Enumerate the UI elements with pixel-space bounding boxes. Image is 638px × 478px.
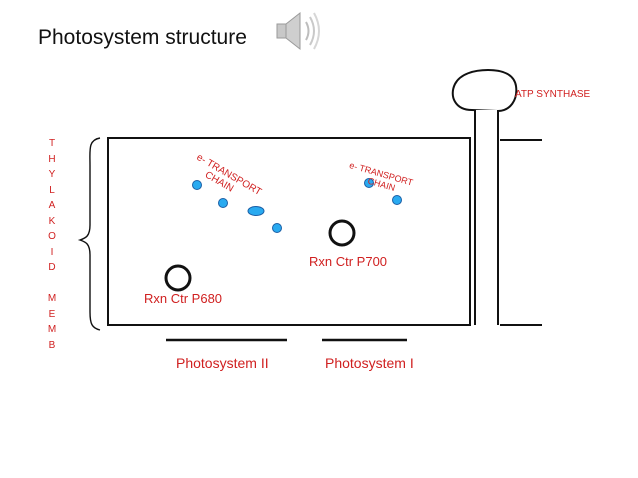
side-letter: E xyxy=(48,308,56,320)
page-title: Photosystem structure xyxy=(38,26,247,49)
electron-carrier xyxy=(218,198,228,208)
side-letter: H xyxy=(48,153,56,165)
photosystem-i-label: Photosystem I xyxy=(325,355,414,371)
side-letter: T xyxy=(48,138,56,149)
side-letter: A xyxy=(48,200,56,211)
membrane-brace xyxy=(77,137,101,331)
side-letter: B xyxy=(48,339,56,351)
side-letter: L xyxy=(49,184,55,196)
rxn-ctr-p700-label: Rxn Ctr P700 xyxy=(309,254,388,269)
side-letter xyxy=(45,276,59,292)
electron-carrier xyxy=(364,178,374,188)
side-letter: O xyxy=(48,231,56,242)
speaker-icon[interactable] xyxy=(276,11,320,51)
side-letter: D xyxy=(48,262,56,273)
atp-synthase-label: ATP SYNTHASE xyxy=(515,89,591,100)
electron-carrier xyxy=(192,180,202,190)
side-letter: M xyxy=(47,324,57,335)
thylakoid-membrane xyxy=(107,137,471,326)
electron-carrier xyxy=(247,206,265,216)
reaction-center-p680 xyxy=(164,264,192,292)
side-letter: Y xyxy=(48,169,56,180)
side-letter: I xyxy=(50,246,54,258)
side-letter: M xyxy=(47,293,57,304)
atp-synthase xyxy=(451,68,542,326)
rxn-ctr-p680-label: Rxn Ctr P680 xyxy=(144,291,223,306)
side-label: T H Y L A K O I D M E M B xyxy=(45,136,59,353)
photosystem-ii-label: Photosystem II xyxy=(176,355,269,371)
electron-carrier xyxy=(392,195,402,205)
electron-carrier xyxy=(272,223,282,233)
side-letter: K xyxy=(48,215,56,227)
reaction-center-p700 xyxy=(328,219,356,247)
